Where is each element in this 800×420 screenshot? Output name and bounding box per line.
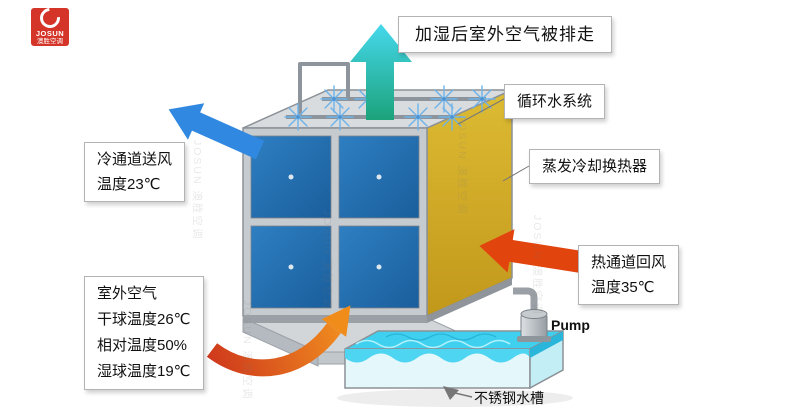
hot-return-arrow-icon xyxy=(479,229,596,275)
basin-shadow xyxy=(337,389,573,407)
callout-line: 室外空气 xyxy=(97,285,158,302)
callout-line: 相对温度50% xyxy=(97,337,188,354)
heat-exchanger-unit xyxy=(242,88,513,323)
logo-mark-icon: JOSUN 澳胜空调 xyxy=(31,3,69,46)
callout-outdoor-air: 室外空气 干球温度26℃ 相对温度50% 湿球温度19℃ xyxy=(84,276,204,390)
logo-swoosh-icon xyxy=(35,3,65,33)
logo-brand-text: JOSUN xyxy=(35,29,65,38)
leader-line-circulating-water xyxy=(457,98,505,125)
exhaust-arrow-icon xyxy=(350,24,412,120)
callout-line: 温度23℃ xyxy=(97,176,161,193)
callout-cold-supply: 冷通道送风 温度23℃ xyxy=(84,142,186,202)
brand-logo: JOSUN 澳胜空调 xyxy=(30,3,70,50)
cold-supply-arrow-icon xyxy=(168,103,265,160)
callout-line: 温度35℃ xyxy=(591,279,655,296)
leader-line-evaporative-cooler xyxy=(502,165,530,182)
water-basin xyxy=(344,329,564,390)
tank-pointer-arrow-icon xyxy=(443,386,473,400)
callout-line: 干球温度26℃ xyxy=(97,311,191,328)
label-pump: Pump xyxy=(551,317,590,333)
callout-evaporative-cooler: 蒸发冷却换热器 xyxy=(529,149,661,184)
heat-exchanger-side-panel xyxy=(426,88,513,318)
callout-exhaust-air: 加湿后室外空气被排走 xyxy=(398,16,612,53)
callout-line: 热通道回风 xyxy=(591,254,667,271)
label-water-tank: 不锈钢水槽 xyxy=(474,390,544,406)
callout-line: 湿球温度19℃ xyxy=(97,363,191,380)
front-panels xyxy=(250,135,420,309)
callout-line: 冷通道送风 xyxy=(97,151,173,168)
callout-hot-return: 热通道回风 温度35℃ xyxy=(578,245,680,305)
logo-brand-cn-text: 澳胜空调 xyxy=(37,38,63,45)
pump-icon xyxy=(513,287,551,342)
outdoor-air-arrow-icon xyxy=(206,305,351,377)
callout-circulating-water: 循环水系统 xyxy=(504,84,606,119)
